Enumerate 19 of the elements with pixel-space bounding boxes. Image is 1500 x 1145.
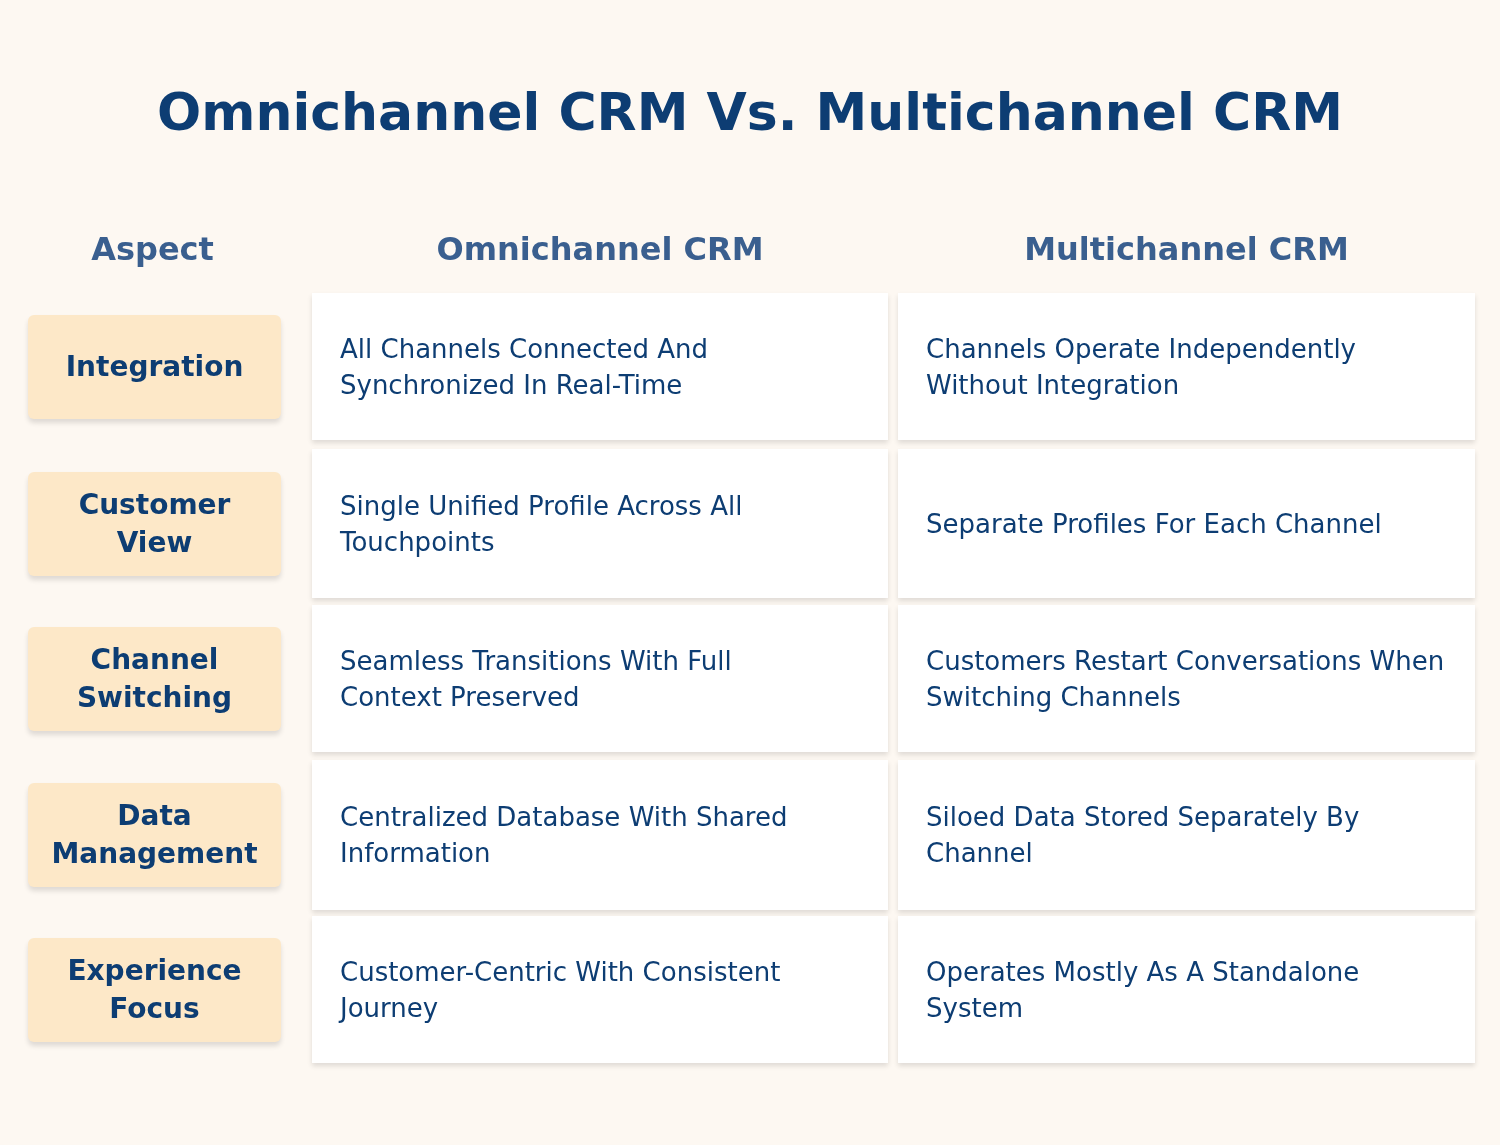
title: Omnichannel CRM Vs. Multichannel CRM: [156, 82, 1344, 142]
column-header: Aspect: [90, 230, 215, 268]
table-cell: Centralized Database With Shared Information: [312, 760, 888, 910]
table-cell: Siloed Data Stored Separately By Channel: [898, 760, 1475, 910]
aspect-box: Channel Switching: [28, 626, 281, 731]
aspect-box: Customer View: [28, 471, 281, 576]
column-header: Omnichannel CRM: [435, 230, 765, 268]
aspect-box: Experience Focus: [28, 937, 281, 1042]
table-cell: Seamless Transitions With Full Context Preserved: [312, 605, 888, 752]
table-cell: Separate Profiles For Each Channel: [898, 449, 1475, 598]
table-cell: Operates Mostly As A Standalone System: [898, 916, 1475, 1063]
aspect-box: Data Management: [28, 783, 281, 887]
aspect-box: Integration: [28, 314, 281, 419]
table-cell: Single Unified Profile Across All Touchpoints: [312, 449, 888, 598]
table-cell: All Channels Connected And Synchronized In Real-Time: [312, 293, 888, 440]
column-header: Multichannel CRM: [1023, 230, 1350, 268]
table-cell: Customer-Centric With Consistent Journey: [312, 916, 888, 1063]
table-cell: Customers Restart Conversations When Switching Channels: [898, 605, 1475, 752]
table-cell: Channels Operate Independently Without Integration: [898, 293, 1475, 440]
